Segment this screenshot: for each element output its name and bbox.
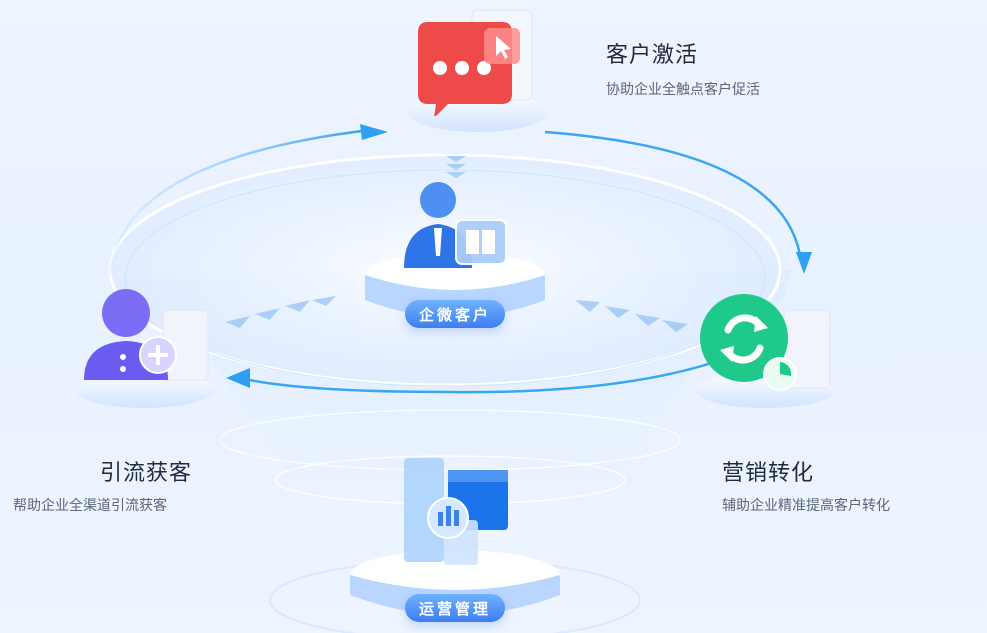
user-add-icon bbox=[84, 289, 209, 381]
right-title: 营销转化 bbox=[722, 460, 815, 485]
conversion-illustration bbox=[698, 290, 838, 400]
flow-arc-top-left bbox=[108, 128, 371, 276]
left-platform bbox=[75, 372, 215, 408]
arrow-top-left bbox=[360, 124, 388, 140]
customer-activation-illustration bbox=[412, 6, 542, 118]
enterprise-customer-label: 企微客户 bbox=[405, 300, 505, 328]
lead-generation-illustration bbox=[78, 285, 218, 395]
left-subtitle: 帮助企业全渠道引流获客 bbox=[13, 497, 167, 513]
flow-arc-top-right bbox=[544, 130, 802, 256]
chart-box-icon bbox=[404, 458, 508, 565]
enterprise-customer-illustration bbox=[398, 178, 518, 273]
top-subtitle: 协助企业全触点客户促活 bbox=[606, 81, 760, 97]
top-title: 客户激活 bbox=[606, 42, 699, 67]
right-subtitle: 辅助企业精准提高客户转化 bbox=[722, 497, 890, 513]
arrow-bottom-left bbox=[226, 368, 250, 388]
chevrons-right bbox=[575, 300, 688, 332]
operations-label: 运营管理 bbox=[405, 594, 505, 622]
chevrons-down bbox=[446, 156, 466, 178]
chevrons-left bbox=[225, 296, 336, 328]
chat-bubble-icon bbox=[418, 9, 533, 118]
person-book-icon bbox=[404, 182, 507, 268]
arrow-right bbox=[796, 252, 812, 274]
left-title: 引流获客 bbox=[100, 460, 193, 485]
operations-illustration bbox=[398, 450, 518, 570]
refresh-icon bbox=[700, 294, 831, 391]
